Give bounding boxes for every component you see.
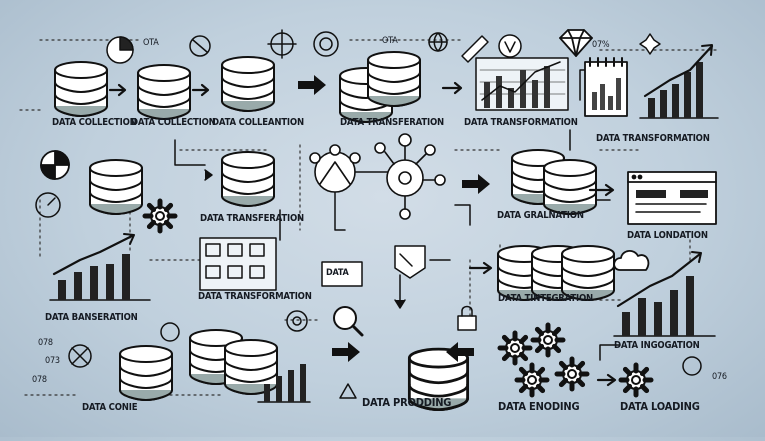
- arrow-icon-top-3: [297, 74, 327, 96]
- scrap-text-07pct: 07%: [592, 40, 610, 50]
- database-icon-integration: [497, 245, 615, 301]
- database-icon-colleantion: [221, 56, 275, 112]
- arrow-icon-to-loading: [596, 373, 617, 387]
- label-data-conie: DATA CONIE: [82, 402, 138, 413]
- gear-icon-loading: [621, 365, 651, 395]
- globe-icon-top: [428, 32, 448, 52]
- compass-icon-top: [189, 35, 211, 57]
- database-icon-collection-2: [137, 64, 191, 120]
- label-data-gralnation: DATA GRALNATION: [497, 210, 584, 221]
- scrap-text-078b: 078: [32, 375, 47, 385]
- tag-label-data: DATA: [326, 268, 349, 278]
- scrap-text-gta: OTA: [382, 36, 398, 46]
- token-icon-bottom: [286, 310, 308, 332]
- arrow-icon-center-right: [461, 173, 491, 195]
- arrow-icon-right-1: [588, 183, 615, 197]
- network-graph-icon: [309, 133, 446, 220]
- browser-window-icon: [627, 171, 717, 225]
- label-data-transferation-mid: DATA TRANSFERATION: [200, 213, 304, 224]
- triangle-icon-bottom: [339, 383, 357, 399]
- database-icon-conie: [119, 329, 278, 401]
- scrap-text-076: 076: [712, 372, 727, 382]
- cloud-icon: [613, 250, 650, 271]
- label-data-transferation-top: DATA TRANSFERATION: [340, 117, 444, 128]
- sparkle-icon-top: [639, 33, 661, 55]
- compass-icon-bottom-left: [68, 344, 92, 368]
- scrap-text-ota: OTA: [143, 38, 159, 48]
- scrap-text-073: 073: [45, 356, 60, 366]
- badge-icon-top: [498, 34, 522, 58]
- diamond-icon: [559, 29, 593, 57]
- database-icon-gralnation: [511, 149, 597, 215]
- database-icon-left: [89, 159, 143, 215]
- arrow-icon-top-1: [108, 83, 127, 97]
- gauge-icon-left: [35, 192, 61, 218]
- pie-chart-icon-left: [40, 150, 70, 180]
- label-data-transformation-right: DATA TRANSFORMATION: [596, 133, 710, 144]
- label-data-colleantion: DATA COLLEANTION: [212, 117, 304, 128]
- label-data-loading: DATA LOADING: [620, 400, 700, 413]
- label-data-tintegration: DATA TINTEGRATION: [498, 293, 593, 304]
- rising-chart-icon-left: [49, 233, 151, 301]
- arrow-icon-top-4: [441, 81, 463, 95]
- rising-chart-icon-top-right: [639, 44, 719, 119]
- pen-icon-top: [461, 35, 489, 63]
- label-data-enoding: DATA ENODING: [498, 400, 580, 413]
- gear-icon-bottom-right: [682, 356, 702, 376]
- gear-icon-left: [145, 201, 175, 231]
- database-icon-transferation: [221, 151, 275, 207]
- crosshair-icon-top: [267, 29, 297, 59]
- arrow-icon-top-2: [191, 83, 210, 97]
- token-icon-top: [313, 31, 339, 57]
- lock-icon: [457, 305, 477, 331]
- rising-chart-icon-right: [613, 251, 716, 337]
- notebook-chart-icon: [584, 57, 628, 117]
- tag-icon-data: [321, 261, 363, 287]
- gears-icon-encoding: [500, 325, 587, 395]
- database-icon-collection-1: [54, 61, 108, 117]
- flow-connectors: [174, 69, 621, 361]
- shield-icon-center: [394, 245, 426, 279]
- label-data-banseration: DATA BANSERATION: [45, 312, 138, 323]
- label-data-prodding: DATA PRODDING: [362, 396, 452, 409]
- arrow-icon-integration: [468, 261, 493, 275]
- label-data-collection-2: DATA COLLECTION: [131, 117, 216, 128]
- database-icon-stack-top: [339, 51, 421, 123]
- gear-icon-bottom-left: [160, 322, 180, 342]
- label-data-transformation-mid: DATA TRANSFORMATION: [198, 291, 312, 302]
- scrap-text-078: 078: [38, 338, 53, 348]
- label-data-collection-1: DATA COLLECTION: [52, 117, 137, 128]
- label-data-londation: DATA LONDATION: [627, 230, 708, 241]
- label-data-ingogation: DATA INGOGATION: [614, 340, 700, 351]
- bar-chart-icon-bottom: [257, 364, 311, 403]
- icon-grid-panel: [199, 237, 277, 291]
- magnifier-icon: [333, 306, 364, 337]
- bar-chart-icon-top: [475, 57, 569, 111]
- arrow-icon-to-processing: [331, 341, 361, 363]
- pie-chart-icon-top: [106, 36, 134, 64]
- label-data-transformation-top: DATA TRANSFORMATION: [464, 117, 578, 128]
